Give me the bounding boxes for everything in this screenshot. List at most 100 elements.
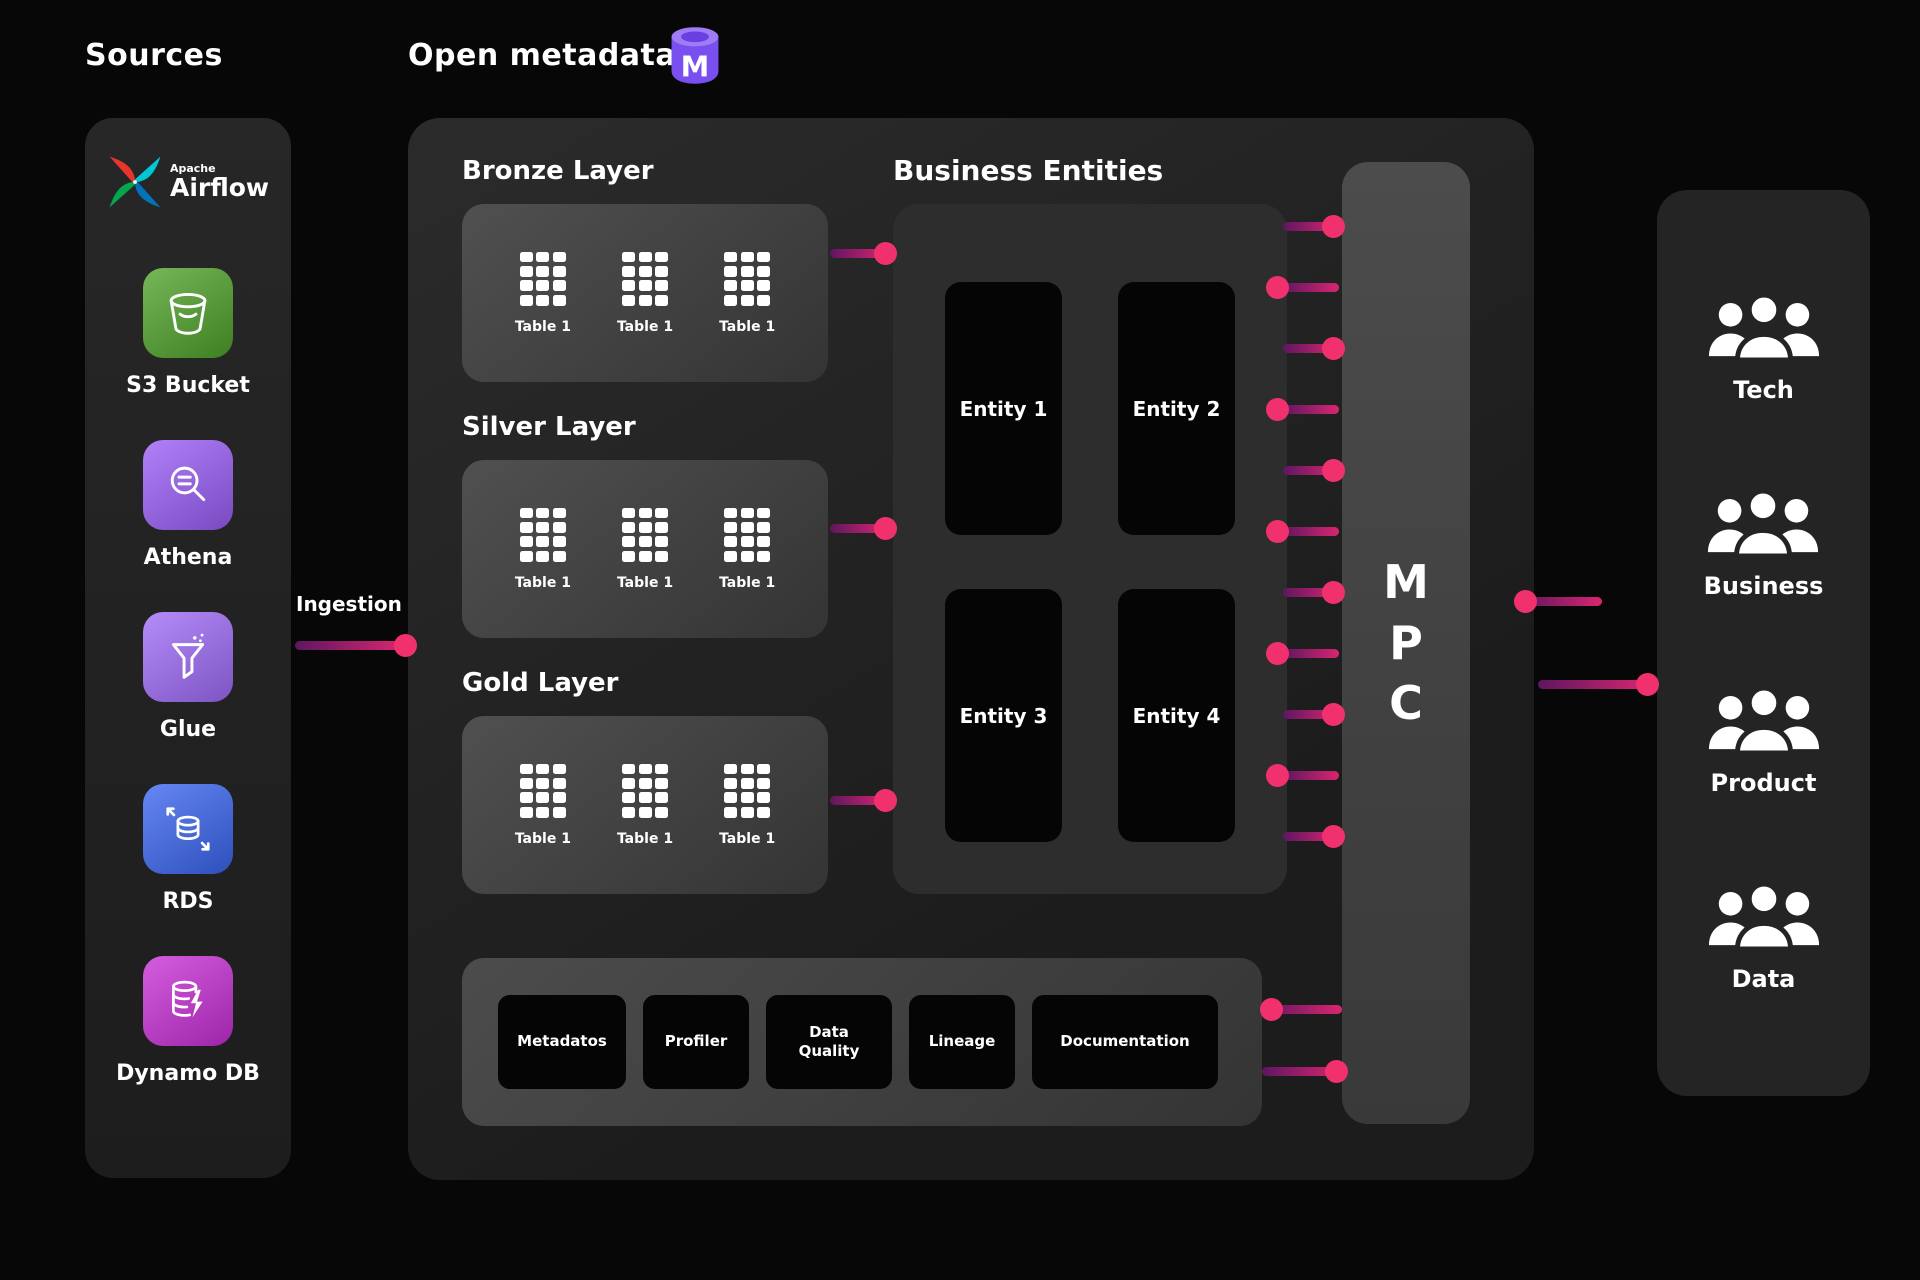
connector-line-consumers — [1522, 597, 1602, 606]
table-item: Table 1 — [617, 251, 673, 335]
people-group-icon — [1708, 881, 1819, 952]
athena-icon — [143, 440, 233, 530]
business-entities-title: Business Entities — [893, 154, 1164, 187]
connector-line-silver — [830, 524, 888, 533]
connector-dot-tools — [1260, 998, 1283, 1021]
consumer-product: Product — [1705, 685, 1823, 797]
silver-layer-title: Silver Layer — [462, 412, 636, 442]
table-item: Table 1 — [514, 763, 571, 847]
consumer-label-product: Product — [1710, 768, 1817, 797]
connector-dot-mpc — [1266, 520, 1289, 543]
table-icon — [622, 507, 668, 562]
connector-dot-mpc — [1322, 825, 1345, 848]
consumer-tech: Tech — [1705, 293, 1823, 404]
table-label: Table 1 — [514, 318, 571, 335]
table-label: Table 1 — [616, 574, 674, 591]
mpc-letter-p: P — [1389, 615, 1423, 670]
source-item-dynamodb: Dynamo DB — [116, 956, 260, 1086]
mpc-letter-m: M — [1383, 555, 1429, 610]
s3-bucket-icon — [142, 268, 233, 358]
connector-line-tools — [1262, 1005, 1342, 1014]
connector-line-mpc — [1283, 527, 1339, 536]
table-icon — [519, 251, 566, 306]
silver-layer-card: Table 1 Table 1 Table 1 — [462, 460, 828, 638]
source-label-athena: Athena — [143, 545, 233, 570]
table-label: Table 1 — [514, 574, 571, 591]
consumers-panel: Tech Business Pr — [1657, 190, 1870, 1096]
table-label: Table 1 — [719, 318, 776, 335]
connector-dot-mpc — [1266, 276, 1289, 299]
table-icon — [519, 507, 566, 562]
bronze-layer-card: Table 1 Table 1 Table 1 — [462, 204, 828, 382]
openmetadata-logo-icon: M — [666, 24, 724, 88]
sources-panel: Apache Airflow S3 Bucket — [85, 118, 291, 1178]
airflow-pinwheel-icon — [109, 156, 161, 208]
connector-dot-mpc — [1322, 215, 1345, 238]
entity-card-2: Entity 2 — [1118, 282, 1235, 535]
table-icon — [622, 763, 668, 818]
bronze-layer-title: Bronze Layer — [462, 156, 654, 186]
gold-layer-title: Gold Layer — [462, 668, 619, 698]
dynamodb-icon — [143, 956, 233, 1046]
consumer-label-data: Data — [1731, 964, 1796, 993]
tool-data-quality: Data Quality — [766, 995, 892, 1089]
tool-metadatos: Metadatos — [498, 995, 626, 1089]
table-label: Table 1 — [514, 830, 571, 847]
table-icon — [724, 763, 771, 818]
entity-label: Entity 4 — [1132, 703, 1221, 728]
entity-label: Entity 1 — [959, 396, 1048, 421]
people-group-icon — [1708, 685, 1819, 756]
table-icon — [622, 251, 668, 306]
connector-line-bronze — [830, 249, 888, 258]
connector-dot-silver — [874, 517, 897, 540]
tool-label: Profiler — [664, 1032, 728, 1051]
table-item: Table 1 — [616, 507, 674, 591]
table-item: Table 1 — [719, 507, 776, 591]
table-label: Table 1 — [719, 574, 776, 591]
airflow-apache-label: Apache — [169, 162, 216, 176]
connector-line-mpc — [1283, 832, 1339, 841]
connector-dot-ingestion — [394, 634, 417, 657]
source-item-rds: RDS — [143, 784, 233, 914]
business-entities-panel: Entity 1 Entity 2 Entity 3 Entity 4 — [893, 204, 1287, 894]
connector-dot-consumers — [1636, 673, 1659, 696]
source-item-glue: Glue — [143, 612, 233, 742]
table-item: Table 1 — [617, 763, 673, 847]
metadata-tools-panel: Metadatos Profiler Data Quality Lineage … — [462, 958, 1262, 1126]
connector-line-mpc — [1283, 710, 1339, 719]
svg-text:M: M — [681, 49, 710, 83]
connector-line-mpc — [1283, 649, 1339, 658]
consumer-business: Business — [1703, 489, 1824, 601]
table-icon — [724, 507, 771, 562]
open-metadata-panel: Bronze Layer Table 1 Table 1 Table 1 Sil… — [408, 118, 1534, 1180]
table-item: Table 1 — [514, 507, 571, 591]
entity-label: Entity 3 — [959, 703, 1048, 728]
tool-label: Data Quality — [798, 1022, 860, 1061]
consumer-label-tech: Tech — [1733, 376, 1794, 405]
sources-title: Sources — [85, 38, 223, 73]
connector-dot-bronze — [874, 242, 897, 265]
consumer-label-business: Business — [1703, 572, 1824, 601]
connector-line-ingestion — [295, 641, 403, 650]
source-label-glue: Glue — [159, 717, 217, 742]
airflow-logo: Apache Airflow — [107, 154, 269, 210]
connector-line-mpc — [1283, 283, 1339, 292]
connector-dot-gold — [874, 789, 897, 812]
connector-line-mpc — [1283, 466, 1339, 475]
tool-label: Metadatos — [517, 1032, 607, 1051]
connector-line-mpc — [1283, 771, 1339, 780]
rds-icon — [143, 784, 233, 874]
connector-dot-mpc — [1266, 764, 1289, 787]
connector-dot-mpc — [1322, 581, 1345, 604]
gold-layer-card: Table 1 Table 1 Table 1 — [462, 716, 828, 894]
tool-documentation: Documentation — [1032, 995, 1218, 1089]
table-item: Table 1 — [719, 251, 776, 335]
open-metadata-title: Open metadata — [408, 38, 677, 73]
ingestion-label: Ingestion — [296, 592, 402, 616]
table-icon — [519, 763, 566, 818]
source-item-athena: Athena — [143, 440, 233, 570]
source-item-s3: S3 Bucket — [126, 268, 250, 398]
connector-dot-mpc — [1266, 642, 1289, 665]
connector-dot-mpc — [1322, 337, 1345, 360]
